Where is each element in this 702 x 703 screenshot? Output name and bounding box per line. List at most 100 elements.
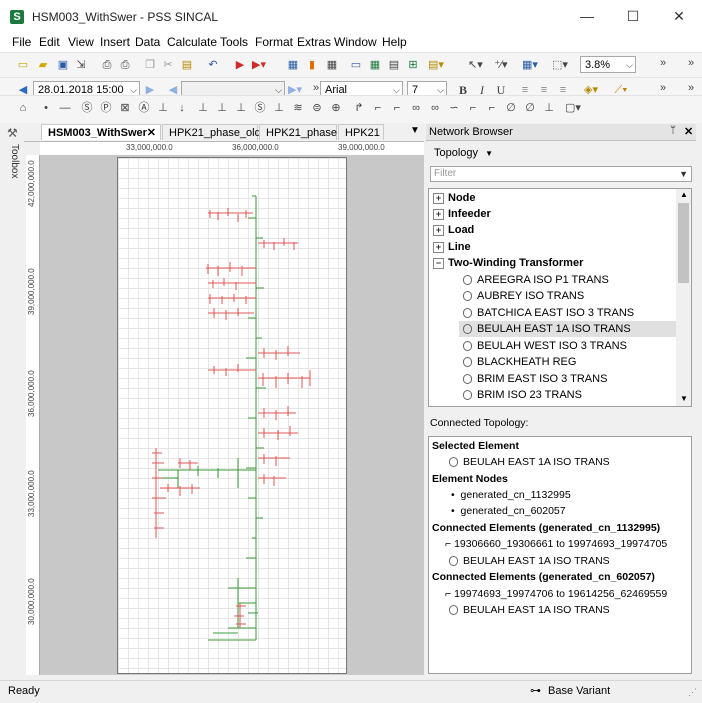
cut-icon[interactable]: ✂ <box>163 59 173 71</box>
scrollbar-thumb[interactable] <box>678 203 689 283</box>
connected-line-item[interactable]: ⌐ 19306660_19306661 to 19974693_19974705 <box>445 536 667 552</box>
tree-group-two-winding-transformer[interactable]: −Two-Winding Transformer <box>433 255 583 271</box>
grid-sheet-icon[interactable]: ▦ <box>326 59 338 71</box>
menu-format[interactable]: Format <box>255 35 294 49</box>
menu-view[interactable]: View <box>68 35 94 49</box>
window-icon[interactable]: ▭ <box>350 59 362 71</box>
tree-group-load[interactable]: +Load <box>433 222 474 238</box>
align-left-icon[interactable]: ≡ <box>521 84 529 96</box>
menu-calculate[interactable]: Calculate <box>167 35 218 49</box>
tree-group-infeeder[interactable]: +Infeeder <box>433 206 491 222</box>
italic-button[interactable]: I <box>480 83 484 97</box>
tree-item-transformer[interactable]: AREEGRA ISO P1 TRANS <box>463 272 609 288</box>
menu-data[interactable]: Data <box>135 35 161 49</box>
tab-hsm003-withswer[interactable]: HSM003_WithSwer ✕ <box>41 124 161 140</box>
measure-icon[interactable]: ⊥ <box>274 102 284 114</box>
capacitor-icon[interactable]: ⊥ <box>217 102 227 114</box>
font-size-dropdown[interactable]: 7⌵ <box>407 81 447 98</box>
regulator-icon[interactable]: ∅ <box>525 102 535 114</box>
new-file-icon[interactable]: ▭ <box>17 59 29 71</box>
menu-help[interactable]: Help <box>382 35 407 49</box>
align-center-icon[interactable]: ≡ <box>540 84 548 96</box>
next-icon[interactable]: ▶▾ <box>288 84 302 96</box>
minimize-button[interactable]: — <box>580 8 594 24</box>
line-color-icon[interactable]: ⟋▾ <box>614 84 628 96</box>
element-node-item[interactable]: • generated_cn_602057 <box>451 503 566 519</box>
scroll-up-icon[interactable]: ▲ <box>680 190 688 199</box>
previous-icon[interactable]: ◀ <box>168 84 178 96</box>
toolbox-panel[interactable]: ⚒ Toolbox <box>6 124 23 680</box>
calculator-icon[interactable]: ▤ <box>388 59 400 71</box>
dc-infeeder-icon[interactable]: ⊠ <box>120 102 130 114</box>
node-icon[interactable]: • <box>44 102 48 114</box>
menu-window[interactable]: Window <box>334 35 377 49</box>
maximize-button[interactable]: ☐ <box>626 8 640 24</box>
expand-icon[interactable]: + <box>433 224 444 236</box>
toolbox-label[interactable]: Toolbox <box>9 144 20 179</box>
line-icon[interactable]: ↱ <box>354 102 364 114</box>
tree-icon[interactable]: ⊞ <box>408 59 418 71</box>
tab-list-dropdown-icon[interactable]: ▼ <box>410 125 420 136</box>
tab-hpk21-phase[interactable]: HPK21_phase <box>259 124 337 140</box>
resize-grip-icon[interactable]: ⋰ <box>688 687 697 697</box>
paste-icon[interactable]: ▤ <box>181 59 193 71</box>
toolbar-overflow-icon[interactable]: » <box>659 57 667 69</box>
tree-scrollbar[interactable]: ▲ ▼ <box>676 189 691 406</box>
collapse-icon[interactable]: − <box>433 257 444 269</box>
connected-transformer-item[interactable]: BEULAH EAST 1A ISO TRANS <box>449 602 610 618</box>
tab-hpk21[interactable]: HPK21 <box>338 124 384 140</box>
filter-input[interactable]: Filter ▼ <box>430 166 692 182</box>
previous-time-icon[interactable]: ◀ <box>18 84 28 96</box>
run-options-icon[interactable]: ▶▾ <box>252 59 266 71</box>
fuse-icon[interactable]: ∅ <box>506 102 516 114</box>
tab-hpk21-phase-old[interactable]: HPK21_phase_old <box>162 124 261 140</box>
print-preview-icon[interactable]: ⎙ <box>102 59 112 71</box>
font-dropdown[interactable]: Arial⌵ <box>320 81 403 98</box>
menu-file[interactable]: File <box>12 35 32 49</box>
motor-icon[interactable]: ⊕ <box>331 102 341 114</box>
element-tree[interactable]: +Node +Infeeder +Load +Line −Two-Winding… <box>428 188 692 407</box>
short-circuit-icon[interactable]: Ⓢ <box>254 102 266 114</box>
menu-insert[interactable]: Insert <box>100 35 131 49</box>
close-button[interactable]: ✕ <box>673 8 685 24</box>
chart-icon[interactable]: ▮ <box>308 59 316 71</box>
variant-label[interactable]: Base Variant <box>548 685 611 697</box>
open-folder-icon[interactable]: ▰ <box>38 59 48 71</box>
export-icon[interactable]: ⇲ <box>76 59 86 71</box>
expand-icon[interactable]: + <box>433 208 444 220</box>
ac-source-icon[interactable]: ≋ <box>293 102 303 114</box>
group-icon[interactable]: ▢▾ <box>565 102 581 114</box>
reactor-icon[interactable]: ⊥ <box>236 102 246 114</box>
clipboard-icon[interactable]: ▤▾ <box>428 59 444 71</box>
align-right-icon[interactable]: ≡ <box>559 84 567 96</box>
dc-source-icon[interactable]: ⊜ <box>312 102 322 114</box>
element-node-item[interactable]: • generated_cn_1132995 <box>451 487 571 503</box>
switch-icon[interactable]: ⌐ <box>469 102 477 114</box>
table-view-icon[interactable]: ▦ <box>287 59 299 71</box>
close-icon[interactable]: ✕ <box>684 126 694 138</box>
network-diagram[interactable] <box>118 158 346 673</box>
zoom-dropdown[interactable]: 3.8%⌵ <box>580 56 636 73</box>
underline-button[interactable]: U <box>496 83 506 97</box>
insert-node-icon[interactable]: ⁺∕▾ <box>494 59 508 71</box>
fill-color-icon[interactable]: ◈▾ <box>584 84 598 96</box>
pv-icon[interactable]: Ⓟ <box>100 102 112 114</box>
zoom-area-icon[interactable]: ⬚▾ <box>552 59 568 71</box>
wrench-icon[interactable]: ⚒ <box>7 126 18 140</box>
tree-item-transformer[interactable]: BEULAH WEST ISO 3 TRANS <box>463 338 627 354</box>
tree-group-node[interactable]: +Node <box>433 190 476 206</box>
save-icon[interactable]: ▣ <box>57 59 69 71</box>
busbar-icon[interactable]: — <box>59 102 71 114</box>
chevron-down-icon[interactable]: ▼ <box>679 169 688 179</box>
home-icon[interactable]: ⌂ <box>19 102 27 114</box>
connected-line-item[interactable]: ⌐ 19974693_19974706 to 19614256_62469559 <box>445 586 667 602</box>
tree-item-transformer[interactable]: BRIM EAST ISO 3 TRANS <box>463 371 607 387</box>
toolbar-overflow-icon[interactable]: » <box>659 82 667 94</box>
source-icon[interactable]: Ⓢ <box>81 102 93 114</box>
transformer-icon[interactable]: ∞ <box>412 102 420 114</box>
reg-transformer-icon[interactable]: ∽ <box>449 102 459 114</box>
selected-element-item[interactable]: BEULAH EAST 1A ISO TRANS <box>449 454 610 470</box>
shunt-icon[interactable]: ⊥ <box>198 102 208 114</box>
expand-icon[interactable]: + <box>433 241 444 253</box>
toolbar-overflow-icon[interactable]: » <box>687 57 695 69</box>
